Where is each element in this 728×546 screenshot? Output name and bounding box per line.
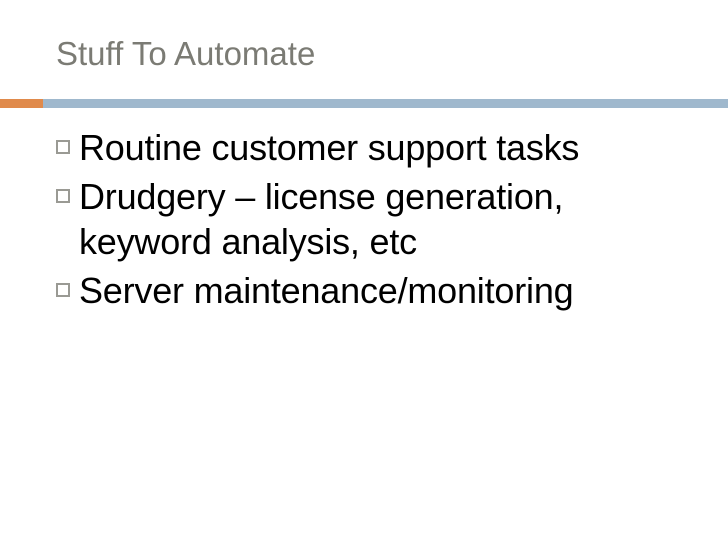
square-bullet-icon bbox=[56, 189, 70, 203]
list-item-label: Server maintenance/monitoring bbox=[79, 270, 574, 311]
bullet-list: Routine customer support tasks Drudgery … bbox=[56, 125, 676, 317]
page-title: Stuff To Automate bbox=[56, 35, 316, 72]
list-item: Server maintenance/monitoring bbox=[56, 268, 676, 313]
list-item: Drudgery – license generation, keyword a… bbox=[56, 174, 676, 264]
divider-accent-segment bbox=[0, 99, 43, 108]
divider-main-segment bbox=[43, 99, 728, 108]
list-item-label: Drudgery – license generation, keyword a… bbox=[79, 176, 564, 262]
title-divider bbox=[0, 99, 728, 108]
square-bullet-icon bbox=[56, 283, 70, 297]
list-item-label: Routine customer support tasks bbox=[79, 127, 580, 168]
list-item: Routine customer support tasks bbox=[56, 125, 676, 170]
square-bullet-icon bbox=[56, 140, 70, 154]
